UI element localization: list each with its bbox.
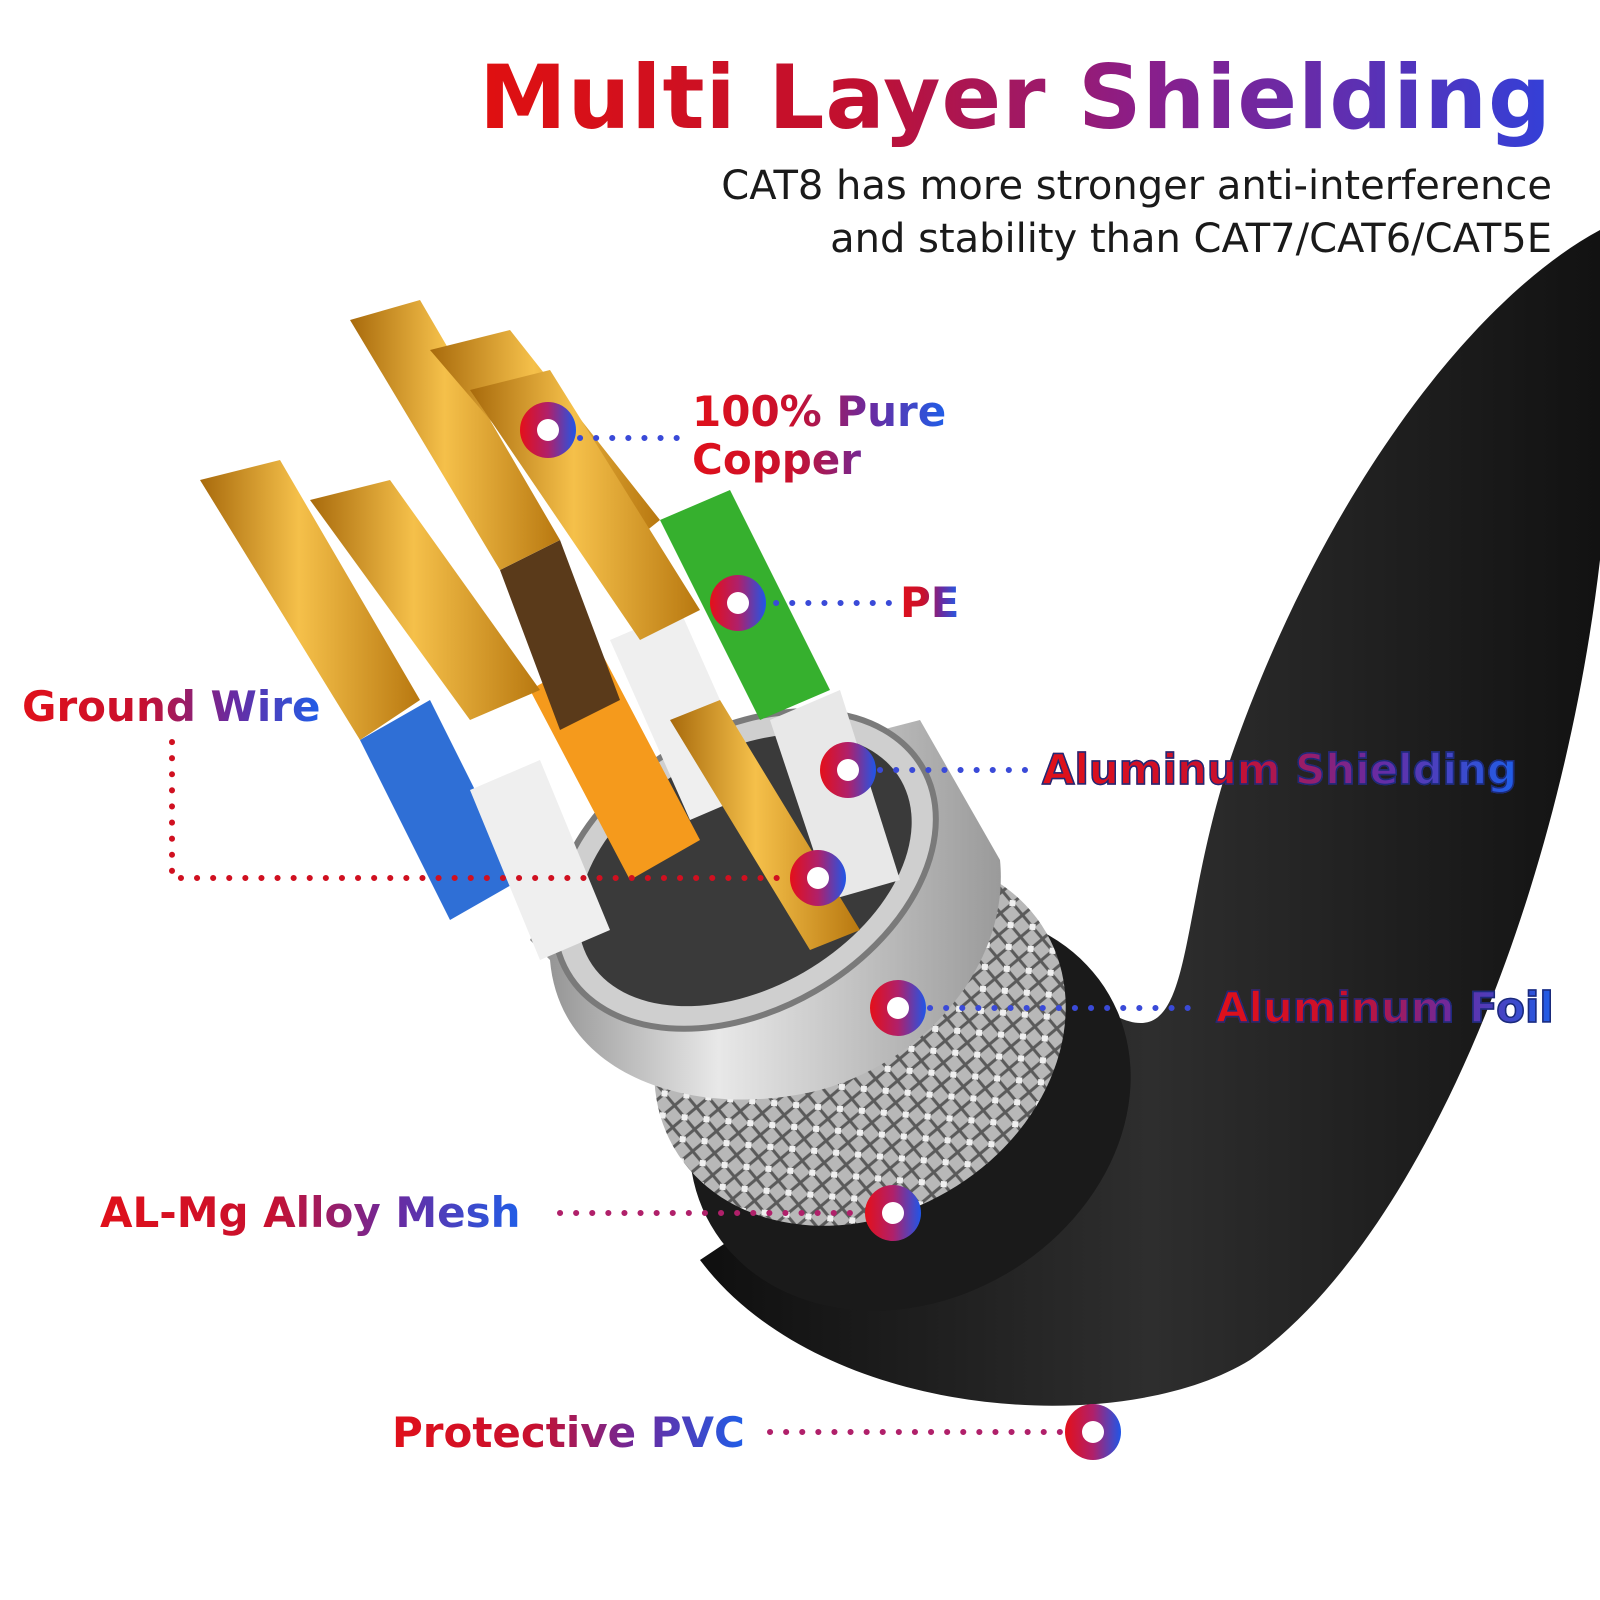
- label-pe: PE: [900, 578, 960, 627]
- wire-blue: [360, 700, 520, 920]
- label-ground-wire: Ground Wire: [22, 682, 321, 731]
- label-aluminum-shielding: Aluminum Shielding: [1041, 744, 1518, 795]
- page-title: Multi Layer Shielding: [479, 46, 1552, 149]
- label-protective-pvc: Protective PVC: [392, 1408, 745, 1457]
- label-alloy-mesh: AL-Mg Alloy Mesh: [100, 1188, 521, 1237]
- label-copper: 100% Pure Copper: [692, 387, 947, 484]
- wire-white-3: [770, 690, 900, 900]
- subtitle-line-2: and stability than CAT7/CAT6/CAT5E: [830, 216, 1552, 262]
- wire-brown: [500, 540, 620, 730]
- leader-lines: [169, 435, 1198, 1435]
- wire-white-1: [470, 760, 610, 960]
- copper-strands-1: [350, 300, 560, 570]
- markers: [520, 402, 1121, 1460]
- label-aluminum-foil: Aluminum Foil: [1215, 982, 1554, 1033]
- subtitle: CAT8 has more stronger anti-interference…: [721, 160, 1552, 266]
- subtitle-line-1: CAT8 has more stronger anti-interference: [721, 163, 1552, 209]
